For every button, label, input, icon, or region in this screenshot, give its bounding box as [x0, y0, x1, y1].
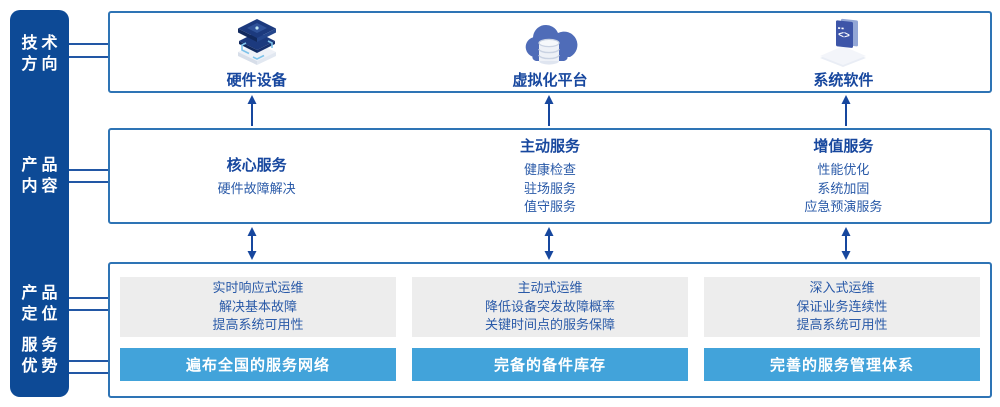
- service-title: 增值服务: [813, 138, 874, 156]
- tech-item-label: 硬件设备: [226, 71, 287, 89]
- connector-line: [69, 297, 108, 299]
- position-card: 实时响应式运维 解决基本故障 提高系统可用性: [120, 277, 396, 337]
- sidebar-label-line: 技术: [21, 35, 62, 52]
- position-line: 解决基本故障: [218, 298, 297, 314]
- position-column: 深入式运维 保证业务连续性 提高系统可用性 完善的服务管理体系: [704, 277, 980, 381]
- service-column-core: 核心服务 硬件故障解决: [110, 130, 403, 222]
- tech-item-virtualization: 虚拟化平台: [403, 13, 696, 91]
- service-item: 硬件故障解决: [217, 180, 296, 196]
- sidebar-label-product-position: 产品 定位: [10, 283, 69, 325]
- service-item: 性能优化: [817, 162, 870, 178]
- tech-item-hardware: 硬件设备: [110, 13, 403, 91]
- sidebar-label-product-content: 产品 内容: [10, 155, 69, 197]
- service-item: 健康检查: [523, 162, 576, 178]
- service-item: 驻场服务: [523, 180, 576, 196]
- position-card: 深入式运维 保证业务连续性 提高系统可用性: [704, 277, 980, 337]
- connector-line: [69, 181, 108, 183]
- position-column: 实时响应式运维 解决基本故障 提高系统可用性 遍布全国的服务网络: [120, 277, 396, 381]
- sidebar-label-line: 方向: [21, 56, 62, 73]
- sidebar: 技术 方向 产品 内容 产品 定位 服务 优势: [10, 10, 69, 397]
- tech-item-label: 虚拟化平台: [512, 71, 588, 89]
- advantage-bar: 遍布全国的服务网络: [120, 348, 396, 381]
- position-line: 实时响应式运维: [212, 280, 304, 296]
- position-line: 深入式运维: [809, 280, 875, 296]
- position-line: 提高系统可用性: [796, 317, 888, 333]
- arrow-double-icon: [841, 227, 851, 260]
- position-line: 提高系统可用性: [212, 317, 304, 333]
- service-item: 应急预演服务: [804, 199, 883, 215]
- sidebar-label-line: 产品: [21, 157, 62, 174]
- connector-line: [69, 372, 108, 374]
- service-item: 系统加固: [817, 180, 870, 196]
- sidebar-label-line: 内容: [21, 178, 62, 195]
- sidebar-label-line: 产品: [21, 285, 62, 302]
- position-line: 保证业务连续性: [796, 298, 888, 314]
- position-line: 主动式运维: [517, 280, 583, 296]
- sidebar-label-line: 定位: [21, 306, 62, 323]
- sidebar-label-line: 服务: [21, 337, 62, 354]
- advantage-bar: 完善的服务管理体系: [704, 348, 980, 381]
- arrow-up-icon: [544, 95, 554, 126]
- cloud-icon: [525, 24, 578, 65]
- position-line: 降低设备突发故障概率: [484, 298, 615, 314]
- position-card: 主动式运维 降低设备突发故障概率 关键时间点的服务保障: [412, 277, 688, 337]
- tech-item-label: 系统软件: [813, 71, 874, 89]
- arrow-double-icon: [247, 227, 257, 260]
- svg-text:<>: <>: [838, 29, 850, 41]
- advantage-bar: 完备的备件库存: [412, 348, 688, 381]
- product-content-box: 核心服务 硬件故障解决 主动服务 健康检查 驻场服务 值守服务 增值服务 性能优…: [108, 128, 992, 224]
- sidebar-label-service-advantage: 服务 优势: [10, 335, 69, 377]
- tech-item-system-software: <> 系统软件: [697, 13, 990, 91]
- arrow-up-icon: [841, 95, 851, 126]
- connector-line: [69, 309, 108, 311]
- connector-line: [69, 169, 108, 171]
- hardware-icon: [237, 18, 276, 65]
- service-column-proactive: 主动服务 健康检查 驻场服务 值守服务: [403, 130, 696, 222]
- service-item: 值守服务: [523, 199, 576, 215]
- arrow-double-icon: [544, 227, 554, 260]
- connector-line: [69, 43, 108, 45]
- arrow-up-icon: [247, 95, 257, 126]
- position-line: 关键时间点的服务保障: [484, 317, 615, 333]
- sidebar-label-tech-direction: 技术 方向: [10, 33, 69, 75]
- connector-line: [69, 56, 108, 58]
- connector-line: [69, 360, 108, 362]
- position-column: 主动式运维 降低设备突发故障概率 关键时间点的服务保障 完备的备件库存: [412, 277, 688, 381]
- service-title: 主动服务: [519, 138, 580, 156]
- tech-direction-box: 硬件设备 虚拟化平台 <> 系统软件: [108, 11, 992, 93]
- service-title: 核心服务: [226, 156, 287, 174]
- product-position-box: 实时响应式运维 解决基本故障 提高系统可用性 遍布全国的服务网络 主动式运维 降…: [108, 262, 992, 398]
- sidebar-label-line: 优势: [21, 358, 62, 375]
- service-column-value-added: 增值服务 性能优化 系统加固 应急预演服务: [697, 130, 990, 222]
- software-icon: <>: [820, 18, 867, 67]
